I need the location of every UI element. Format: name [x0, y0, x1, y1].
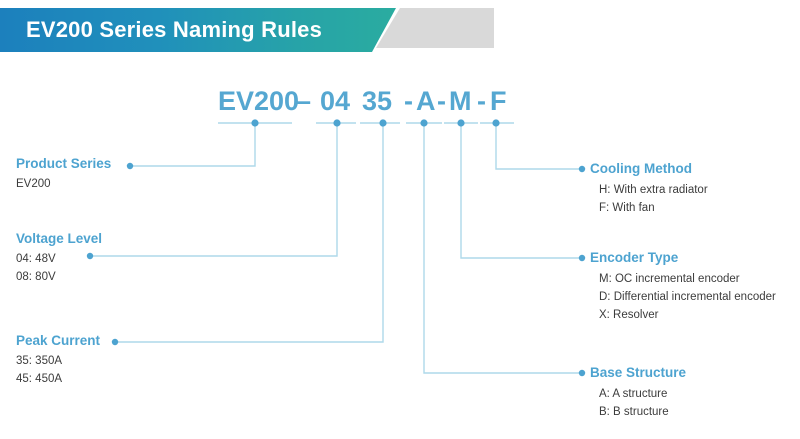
- dot-label-base-structure: [578, 369, 586, 377]
- label-encoder-type-item: X: Resolver: [599, 309, 659, 321]
- code-segment-encoder: M: [449, 86, 472, 116]
- wire-voltage-level: [90, 123, 338, 257]
- wire-base-structure: [423, 123, 581, 374]
- dot-label-product-series: [126, 162, 134, 170]
- header-banner: EV200 Series Naming Rules: [0, 8, 800, 52]
- label-encoder-type-item: M: OC incremental encoder: [599, 273, 740, 285]
- label-cooling-method-item: H: With extra radiator: [599, 184, 708, 196]
- dot-code-voltage: [333, 119, 341, 127]
- label-voltage-level-item: 08: 80V: [16, 271, 56, 283]
- code-segment-current: 35: [362, 86, 393, 116]
- dot-code-encoder: [457, 119, 465, 127]
- label-cooling-method-item: F: With fan: [599, 202, 655, 214]
- dot-label-cooling-method: [578, 165, 586, 173]
- code-dash-3: -: [437, 86, 446, 116]
- model-code-string: EV200 – 04 35 - A - M - F: [0, 84, 800, 118]
- label-voltage-level: Voltage Level 04: 48V 08: 80V: [16, 230, 102, 286]
- label-base-structure-title: Base Structure: [590, 365, 687, 380]
- dot-code-structure: [420, 119, 428, 127]
- label-peak-current-item: 35: 350A: [16, 355, 63, 367]
- label-encoder-type: Encoder Type M: OC incremental encoder D…: [590, 249, 776, 324]
- label-peak-current: Peak Current 35: 350A 45: 450A: [16, 332, 100, 388]
- dot-label-peak-current: [111, 338, 119, 346]
- wire-encoder-type: [460, 123, 581, 259]
- label-encoder-type-item: D: Differential incremental encoder: [599, 291, 776, 303]
- code-segment-cooling: F: [490, 86, 507, 116]
- wire-cooling-method: [495, 123, 581, 170]
- dot-label-voltage-level: [86, 252, 94, 260]
- code-segment-voltage: 04: [320, 86, 351, 116]
- label-voltage-level-title: Voltage Level: [16, 231, 103, 246]
- dot-label-encoder-type: [578, 254, 586, 262]
- label-cooling-method: Cooling Method H: With extra radiator F:…: [590, 160, 708, 217]
- label-cooling-method-title: Cooling Method: [590, 161, 692, 176]
- dot-code-product: [251, 119, 259, 127]
- label-base-structure-item: B: B structure: [599, 406, 669, 418]
- label-encoder-type-title: Encoder Type: [590, 250, 679, 265]
- dot-code-current: [379, 119, 387, 127]
- label-product-series-title: Product Series: [16, 156, 112, 171]
- label-peak-current-title: Peak Current: [16, 333, 101, 348]
- banner-gradient-shape: [0, 8, 396, 52]
- label-product-series-item: EV200: [16, 178, 51, 190]
- code-segment-product: EV200: [218, 86, 300, 116]
- code-dash-1: –: [296, 86, 312, 116]
- label-voltage-level-item: 04: 48V: [16, 253, 56, 265]
- code-segment-structure: A: [416, 86, 436, 116]
- wire-peak-current: [115, 123, 384, 343]
- code-dash-4: -: [477, 86, 486, 116]
- label-base-structure-item: A: A structure: [599, 388, 668, 400]
- code-dash-2: -: [404, 86, 413, 116]
- label-peak-current-item: 45: 450A: [16, 373, 63, 385]
- dot-code-cooling: [492, 119, 500, 127]
- label-product-series: Product Series EV200: [16, 155, 111, 193]
- wire-product-series: [130, 123, 256, 167]
- page-title: EV200 Series Naming Rules: [26, 17, 323, 42]
- label-base-structure: Base Structure A: A structure B: B struc…: [590, 364, 686, 421]
